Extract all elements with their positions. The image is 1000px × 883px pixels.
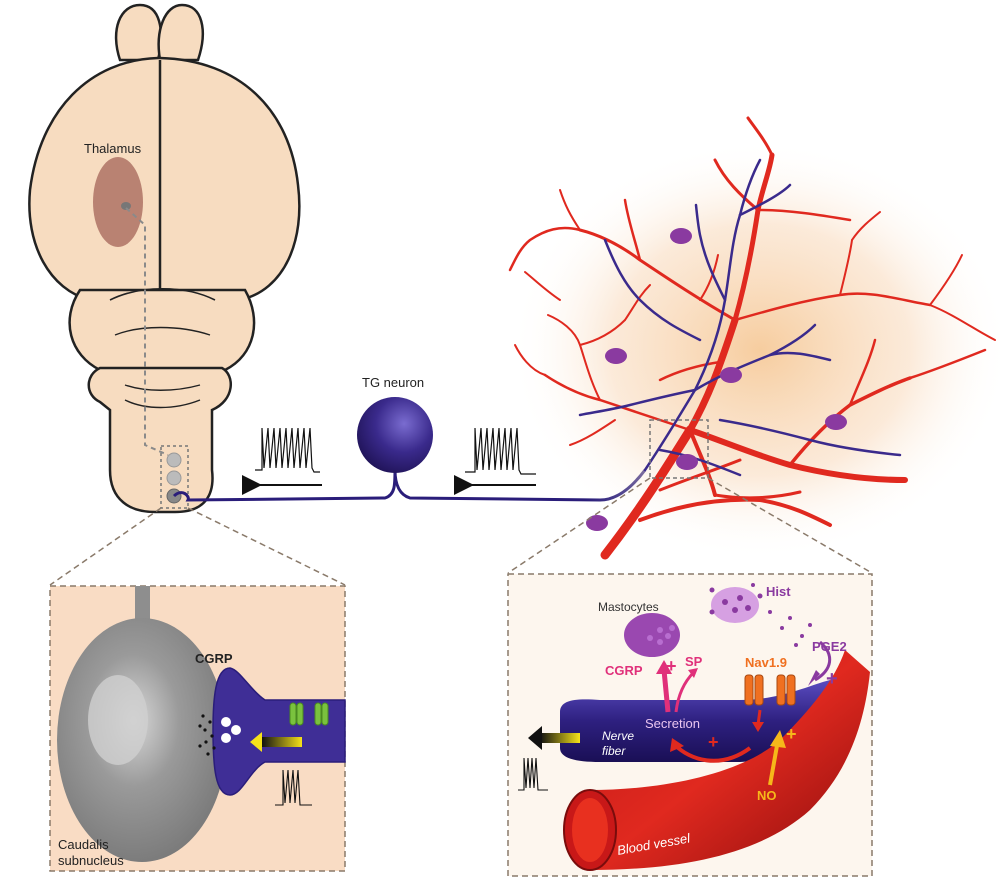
calcium-channels bbox=[289, 702, 329, 726]
meninges-zoom-box bbox=[649, 419, 709, 479]
nav19-channels bbox=[744, 674, 796, 706]
caudalis-inset bbox=[49, 585, 346, 872]
blood-vessels-network bbox=[508, 116, 996, 560]
hist-label: Hist bbox=[766, 584, 791, 599]
cgrp-plus: + bbox=[666, 656, 677, 676]
nerve-fibers-network bbox=[578, 158, 902, 477]
no-label: NO bbox=[757, 788, 777, 803]
olfactory-bulb-right bbox=[157, 3, 204, 62]
brain bbox=[28, 3, 301, 514]
mast-cells bbox=[586, 228, 847, 531]
meningeal-inset bbox=[507, 573, 873, 877]
pge2-plus: + bbox=[826, 668, 838, 690]
cerebellum bbox=[68, 288, 256, 372]
caudalis-label-1: Caudalis bbox=[58, 837, 109, 852]
caudalis-box bbox=[160, 445, 189, 509]
mastocyte-cell bbox=[624, 613, 680, 657]
presynaptic-terminal bbox=[212, 667, 346, 796]
ascending-tract bbox=[125, 207, 169, 456]
nerve-fiber bbox=[560, 680, 835, 762]
caudalis-label-2: subnucleus bbox=[58, 853, 124, 868]
central-axon bbox=[172, 469, 397, 502]
spike-train-left bbox=[255, 427, 320, 473]
spike-train-right bbox=[465, 427, 536, 475]
secretion-label: Secretion bbox=[645, 716, 700, 731]
nerve-fiber-label-2: fiber bbox=[602, 744, 626, 758]
nav19-label: Nav1.9 bbox=[745, 655, 787, 670]
tg-neuron-label: TG neuron bbox=[362, 375, 424, 390]
brainstem bbox=[87, 366, 232, 514]
meninges-glow bbox=[510, 140, 1000, 560]
signal-arrow-left bbox=[262, 737, 302, 747]
cerebrum bbox=[28, 56, 301, 302]
thalamus-label: Thalamus bbox=[84, 141, 142, 156]
nerve-fiber-label-1: Nerve bbox=[602, 729, 634, 743]
sp-label: SP bbox=[685, 654, 703, 669]
no-plus: + bbox=[786, 724, 797, 744]
cgrp-label-left: CGRP bbox=[195, 651, 233, 666]
tg-soma bbox=[357, 397, 433, 473]
loop-plus: + bbox=[708, 732, 719, 752]
thalamus-region bbox=[93, 157, 143, 247]
degranulating-mastocyte bbox=[711, 587, 759, 623]
pge2-label: PGE2 bbox=[812, 639, 847, 654]
olfactory-bulb-left bbox=[114, 3, 163, 62]
blood-vessel bbox=[590, 650, 870, 870]
cgrp-label-right: CGRP bbox=[605, 663, 643, 678]
mastocytes-label: Mastocytes bbox=[598, 600, 659, 614]
